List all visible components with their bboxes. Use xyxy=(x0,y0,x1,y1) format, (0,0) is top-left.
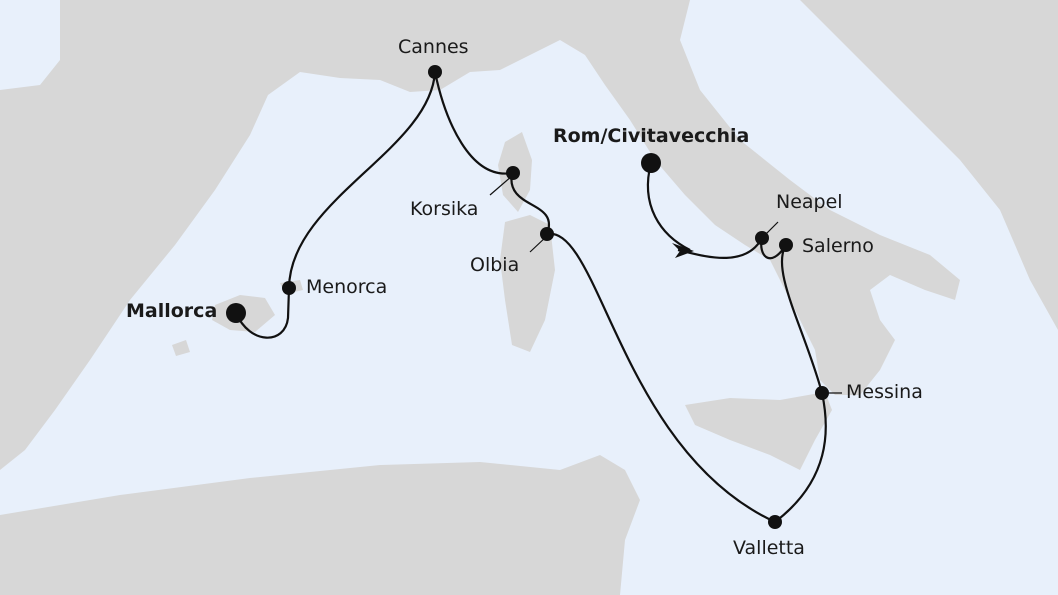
port-marker-valletta[interactable] xyxy=(768,515,782,529)
port-label-mallorca: Mallorca xyxy=(126,300,218,322)
port-label-messina: Messina xyxy=(846,381,923,403)
port-marker-rom[interactable] xyxy=(641,153,661,173)
land-ibiza xyxy=(172,340,190,356)
port-marker-mallorca[interactable] xyxy=(226,303,246,323)
land-sardinia xyxy=(500,215,555,352)
port-marker-korsika[interactable] xyxy=(506,166,520,180)
leader-korsika xyxy=(489,175,513,196)
port-markers xyxy=(226,65,829,529)
port-label-neapel: Neapel xyxy=(776,191,843,213)
port-label-valletta: Valletta xyxy=(733,537,805,559)
port-label-olbia: Olbia xyxy=(470,254,520,276)
port-marker-messina[interactable] xyxy=(815,386,829,400)
land-sicily xyxy=(685,392,832,470)
port-marker-olbia[interactable] xyxy=(540,227,554,241)
land-balkans xyxy=(800,0,1058,330)
port-marker-menorca[interactable] xyxy=(282,281,296,295)
land-iberia-france-italy xyxy=(0,0,960,470)
port-marker-cannes[interactable] xyxy=(428,65,442,79)
port-label-korsika: Korsika xyxy=(410,198,479,220)
direction-arrow-icon xyxy=(672,243,694,258)
port-label-salerno: Salerno xyxy=(802,235,874,257)
port-label-rom: Rom/Civitavecchia xyxy=(553,125,750,147)
route-line-start xyxy=(646,162,691,251)
land-africa xyxy=(0,455,640,595)
port-marker-neapel[interactable] xyxy=(755,231,769,245)
port-marker-salerno[interactable] xyxy=(779,238,793,252)
port-label-menorca: Menorca xyxy=(306,276,388,298)
port-label-cannes: Cannes xyxy=(398,36,469,58)
